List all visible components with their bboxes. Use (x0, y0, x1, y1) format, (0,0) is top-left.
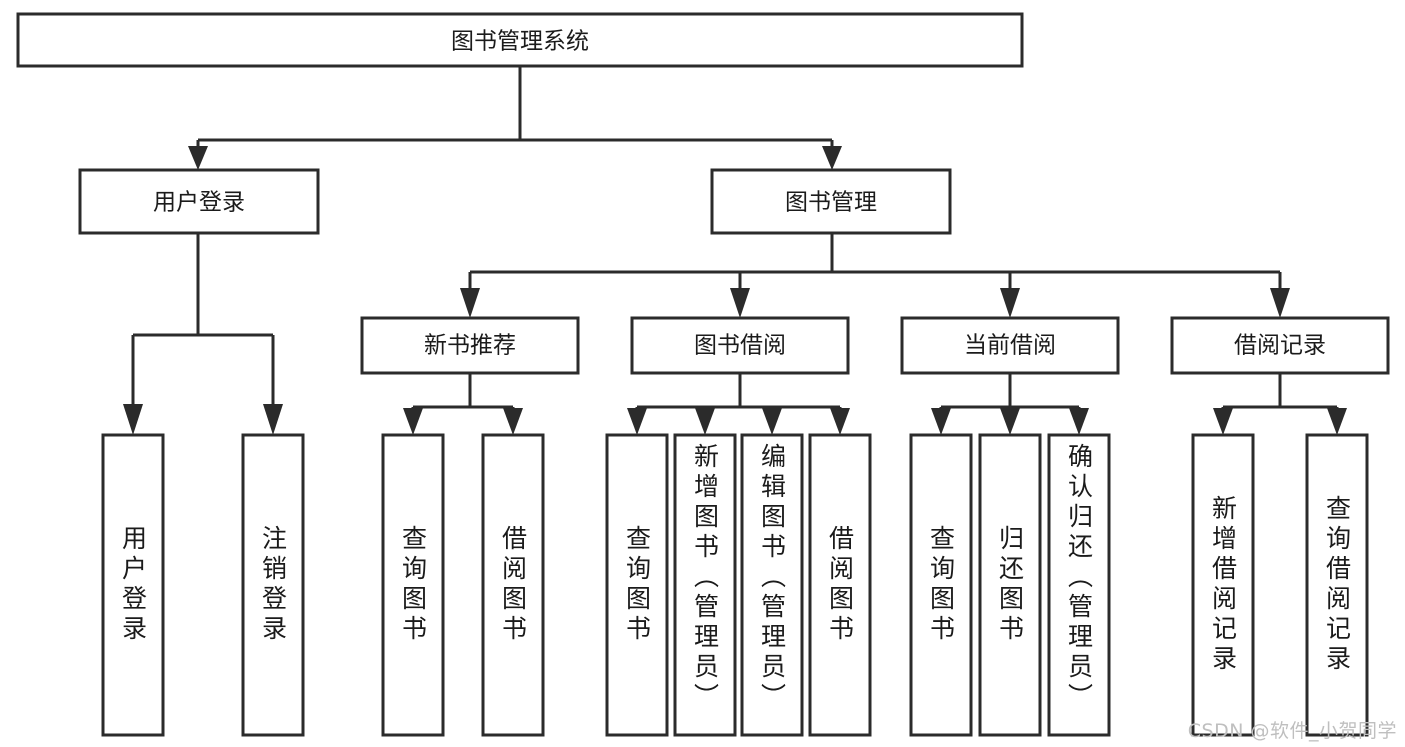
node-label: 图书借阅 (694, 333, 786, 359)
arrow-head-icon (1069, 408, 1089, 435)
node-borrow-record[interactable]: 借阅记录 (1170, 316, 1390, 375)
connector-bookmanage-to-level3 (460, 233, 1290, 318)
arrow-head-icon (263, 404, 283, 435)
connector-userlogin-to-leaves (123, 233, 283, 435)
arrow-head-icon (931, 408, 951, 435)
node-box[interactable] (1170, 316, 1390, 375)
watermark-text: CSDN @软件_小贺同学 (1187, 720, 1397, 742)
node-label: 用户登录 (153, 190, 245, 216)
node-box[interactable] (710, 168, 952, 235)
node-box-leaf-return-book[interactable] (978, 433, 1042, 737)
node-box-leaf-add-book[interactable] (673, 433, 737, 737)
node-box[interactable] (78, 168, 320, 235)
arrow-head-icon (695, 408, 715, 435)
node-box[interactable] (630, 316, 850, 375)
arrow-head-icon (762, 408, 782, 435)
node-label: 借阅记录 (1234, 333, 1326, 359)
arrow-head-icon (503, 408, 523, 435)
connector-currentborrow-to-leaves (931, 373, 1089, 435)
node-current-borrow[interactable]: 当前借阅 (900, 316, 1120, 375)
node-root[interactable]: 图书管理系统 (16, 12, 1024, 68)
node-label: 当前借阅 (964, 333, 1056, 359)
node-box-leaf-borrow-book-2[interactable] (808, 433, 872, 737)
arrow-head-icon (188, 146, 208, 170)
node-box[interactable] (360, 316, 580, 375)
node-label: 图书管理系统 (451, 29, 589, 55)
node-book-borrow[interactable]: 图书借阅 (630, 316, 850, 375)
arrow-head-icon (1327, 408, 1347, 435)
arrow-head-icon (822, 146, 842, 170)
node-box-leaf-user-logout[interactable] (241, 433, 305, 737)
node-new-book-recommend[interactable]: 新书推荐 (360, 316, 580, 375)
arrow-head-icon (403, 408, 423, 435)
arrow-head-icon (1000, 408, 1020, 435)
node-book-manage[interactable]: 图书管理 (710, 168, 952, 235)
arrow-head-icon (730, 288, 750, 318)
node-box-leaf-user-login[interactable] (101, 433, 165, 737)
node-box-leaf-query-book-2[interactable] (605, 433, 669, 737)
node-box-leaf-query-book-3[interactable] (909, 433, 973, 737)
node-box-leaf-borrow-book-1[interactable] (481, 433, 545, 737)
arrow-head-icon (460, 288, 480, 318)
arrow-head-icon (1000, 288, 1020, 318)
arrow-head-icon (123, 404, 143, 435)
node-box[interactable] (16, 12, 1024, 68)
connector-root-to-level2 (188, 66, 842, 170)
arrow-head-icon (830, 408, 850, 435)
node-label: 新书推荐 (424, 333, 516, 359)
node-box-leaf-query-record[interactable] (1305, 433, 1369, 737)
node-box-leaf-edit-book[interactable] (740, 433, 804, 737)
node-box-leaf-confirm-return[interactable] (1047, 433, 1111, 737)
node-user-login[interactable]: 用户登录 (78, 168, 320, 235)
node-box-leaf-query-book-1[interactable] (381, 433, 445, 737)
node-box-leaf-add-record[interactable] (1191, 433, 1255, 737)
connector-newbook-to-leaves (403, 373, 523, 435)
node-box[interactable] (900, 316, 1120, 375)
connector-borrowrecord-to-leaves (1213, 373, 1347, 435)
node-label: 图书管理 (785, 190, 877, 216)
arrow-head-icon (1213, 408, 1233, 435)
arrow-head-icon (627, 408, 647, 435)
connector-bookborrow-to-leaves (627, 373, 850, 435)
arrow-head-icon (1270, 288, 1290, 318)
